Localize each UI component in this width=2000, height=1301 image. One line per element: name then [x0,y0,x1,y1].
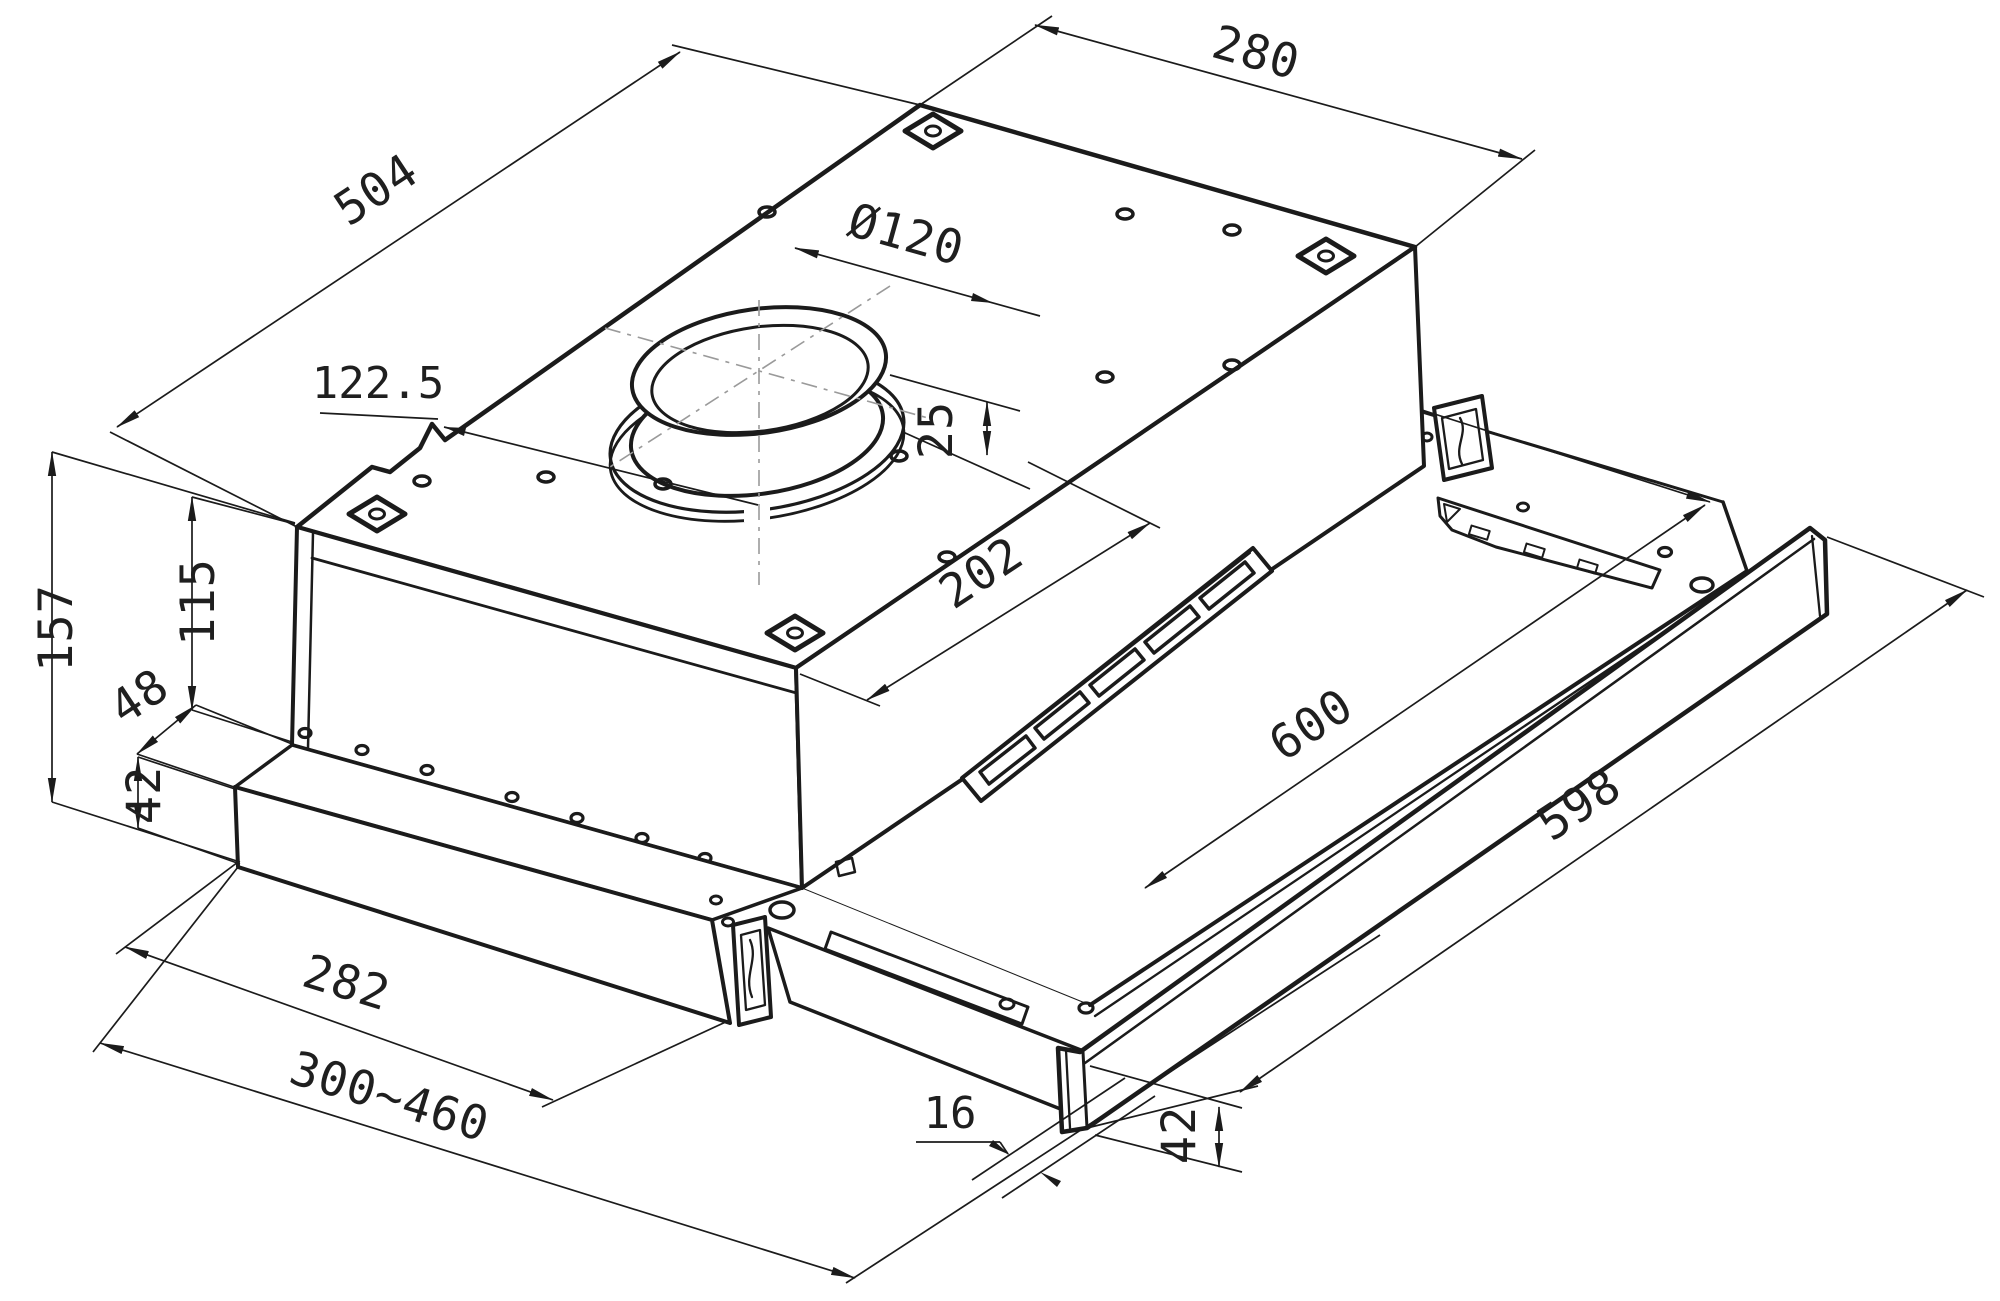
body-front-left-face [290,525,804,890]
dim-label-122-5: 122.5 [312,358,444,409]
mounting-pad [764,613,826,653]
mounting-pad [346,494,408,534]
dim-label-300-460: 300~460 [283,1041,495,1154]
dimension-25: 25 [889,374,1031,490]
dimension-42-left: 42 [117,755,241,865]
dim-label-280: 280 [1206,15,1305,91]
dim-label-42-left: 42 [117,766,172,825]
hanging-bracket-left [731,915,773,1027]
rivet-holes-left-face [297,726,713,865]
hanging-bracket-right [1432,394,1494,482]
mounting-pads [346,111,1357,653]
dimension-42-right: 42 [1089,1065,1243,1173]
dimension-122-5: 122.5 [312,358,759,506]
dim-label-504: 504 [325,143,429,237]
dim-label-25: 25 [909,401,964,460]
dim-label-157: 157 [29,584,84,672]
dim-label-115: 115 [171,558,226,646]
dimension-157: 157 [29,450,296,863]
dim-label-42-right: 42 [1152,1106,1207,1165]
telescopic-drawer [233,743,1088,1112]
mounting-pad [1295,236,1357,276]
duct-collar [604,285,929,585]
dim-label-48: 48 [100,658,179,736]
dim-label-282: 282 [296,944,396,1022]
dimension-16: 16 [916,1077,1156,1199]
dimension-115: 115 [171,495,296,743]
dim-label-16: 16 [924,1088,977,1139]
collar-centerlines [604,285,929,585]
mounting-pad [902,111,964,151]
